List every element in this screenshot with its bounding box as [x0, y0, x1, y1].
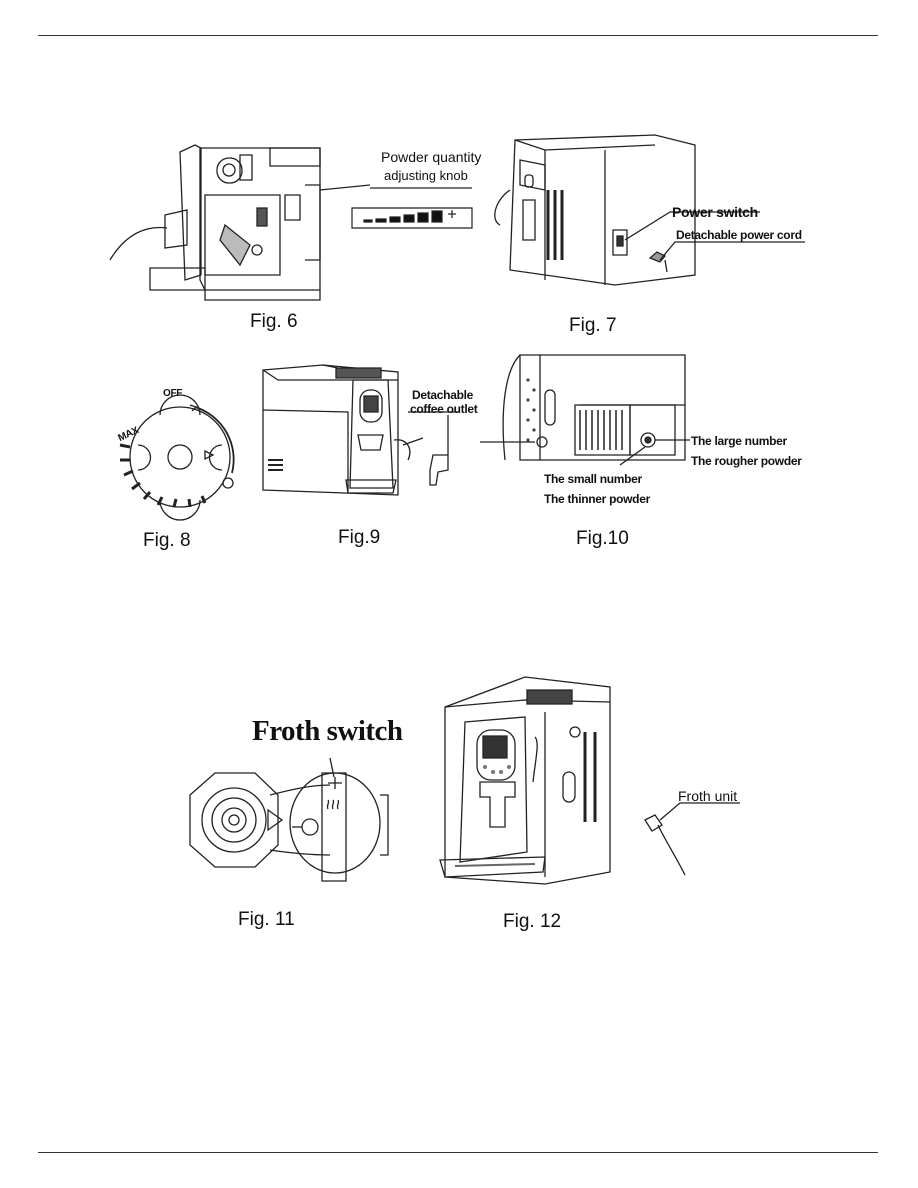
fig9-outlet-line2: coffee outlet	[410, 402, 478, 416]
fig6-caption: Fig. 6	[250, 311, 298, 332]
fig8-dial	[110, 385, 250, 515]
froth-unit-drawing	[640, 795, 700, 885]
fig7-caption: Fig. 7	[569, 315, 617, 336]
fig7-drawing	[485, 130, 725, 290]
fig12-drawing	[435, 672, 615, 887]
fig10-thinner-powder: The thinner powder	[544, 492, 650, 506]
fig9-caption: Fig.9	[338, 527, 381, 548]
fig6-knob-scale	[350, 180, 480, 230]
fig7-power-cord-label: Detachable power cord	[676, 228, 802, 242]
fig9-outlet-line1: Detachable	[412, 388, 474, 402]
fig6-label-line1: Powder quantity	[381, 149, 482, 165]
fig11-froth-switch-label: Froth switch	[252, 715, 403, 747]
fig6-label-line2: adjusting knob	[384, 168, 468, 183]
top-rule	[38, 35, 878, 36]
fig7-power-switch-label: Power switch	[672, 204, 758, 220]
fig10-drawing	[480, 350, 695, 470]
fig8-off-label: OFF	[163, 388, 183, 399]
fig8-caption: Fig. 8	[143, 530, 191, 551]
fig12-froth-unit-label: Froth unit	[678, 788, 738, 804]
fig12-caption: Fig. 12	[503, 911, 562, 932]
fig10-small-number: The small number	[544, 472, 642, 486]
fig11-caption: Fig. 11	[238, 909, 295, 930]
fig11-drawing	[170, 755, 400, 890]
fig10-large-number: The large number	[691, 434, 787, 448]
fig6-drawing	[105, 140, 480, 305]
bottom-rule	[38, 1152, 878, 1153]
fig10-caption: Fig.10	[576, 528, 629, 549]
fig10-rougher-powder: The rougher powder	[691, 454, 802, 468]
fig9-drawing	[258, 360, 473, 500]
